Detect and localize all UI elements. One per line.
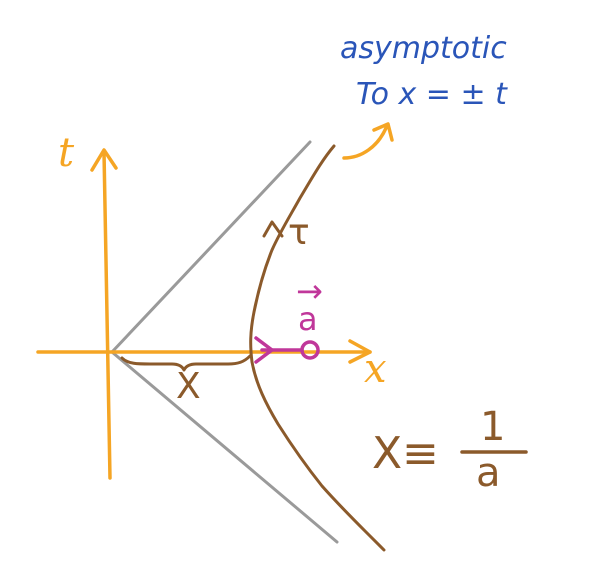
distance-label: X (176, 366, 201, 407)
acceleration-label: a (298, 300, 318, 338)
t-axis (102, 150, 112, 480)
tau-label: τ (288, 212, 310, 253)
formula-lhs: X≡ (372, 428, 439, 479)
acceleration-particle (300, 340, 320, 360)
formula-numerator: 1 (480, 404, 505, 450)
annotation-line-1: asymptotic (340, 31, 507, 66)
x-axis-label: x (364, 346, 387, 392)
worldline-hyperbola (249, 144, 386, 552)
worldline-arrowhead (262, 220, 284, 238)
acceleration-arrow-glyph: → (296, 272, 323, 310)
annotation-arrow-head (372, 122, 394, 142)
t-axis-label: t (58, 130, 75, 176)
annotation-line-2: To x = ± t (356, 77, 508, 112)
formula-denominator: a (476, 450, 501, 496)
distance-brace (120, 354, 252, 372)
lightcone-lower (110, 350, 339, 544)
annotation-arrow-curve (342, 126, 388, 160)
lightcone-upper (110, 140, 312, 354)
x-axis-arrowhead (348, 339, 372, 364)
t-axis-arrowhead (90, 148, 118, 172)
